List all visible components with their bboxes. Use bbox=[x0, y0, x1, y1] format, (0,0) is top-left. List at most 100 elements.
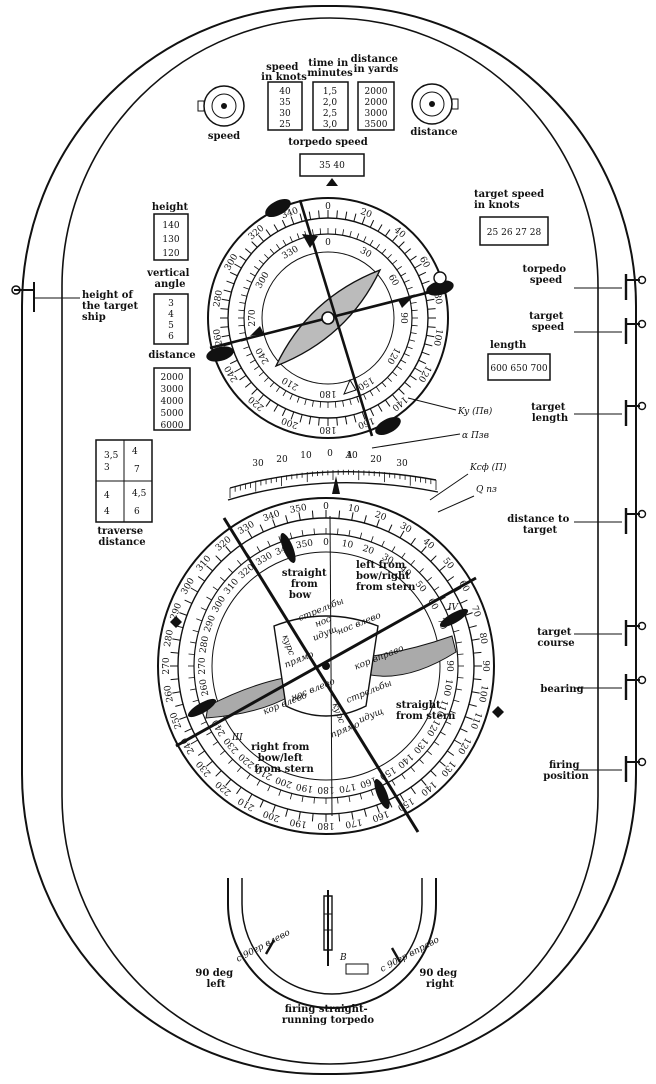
control-handle-1[interactable] bbox=[574, 318, 647, 344]
pointer-tip-icon bbox=[426, 280, 454, 296]
dial-russian-text: прямо bbox=[329, 720, 361, 741]
height-table bbox=[153, 213, 189, 261]
vertical-angle-cell: 6 bbox=[168, 332, 174, 342]
control-handle-5[interactable] bbox=[574, 674, 647, 700]
torpedo-marker-icon bbox=[280, 533, 296, 563]
traverse-mark: 4,5 bbox=[132, 489, 147, 499]
traverse-mark: 4 bbox=[104, 507, 110, 517]
lower-dial-outer-number: 170 bbox=[344, 816, 363, 829]
speed-window bbox=[299, 153, 365, 177]
upper-dial-inner-number: 180 bbox=[319, 388, 336, 398]
control-handle-3[interactable] bbox=[574, 508, 647, 534]
lower-dial-outer-number: 340 bbox=[262, 509, 282, 524]
height-label: height bbox=[152, 202, 189, 213]
lower-dial-outer-number: 90 bbox=[480, 660, 490, 672]
lower-dial-outer-number: 100 bbox=[476, 684, 489, 703]
upper-dial: 0204060801001201401601802002202402602803… bbox=[206, 197, 454, 439]
vertical-angle-label: vertical angle bbox=[146, 268, 193, 290]
target-course-label: target course bbox=[537, 627, 575, 649]
upper-dial-outer-number: 60 bbox=[417, 255, 432, 270]
lower-dial-inner-number: 0 bbox=[323, 538, 329, 548]
control-handle-0[interactable] bbox=[574, 274, 647, 300]
target-speed-scale: 25 26 27 28 bbox=[487, 228, 542, 238]
right-handles bbox=[574, 274, 647, 782]
speed-knots-cell: 40 bbox=[279, 87, 291, 97]
lower-dial-inner-number: 170 bbox=[338, 781, 357, 794]
distance-yards-table bbox=[357, 81, 395, 131]
torpedo-marker-icon bbox=[439, 608, 469, 628]
lower-dial-outer-number: 190 bbox=[289, 816, 308, 829]
lower-pointer-a[interactable] bbox=[222, 517, 420, 833]
time-minutes-cell: 1,5 bbox=[323, 87, 338, 97]
lower-dial: 3020100102030A01020304050607080901001101… bbox=[157, 449, 504, 835]
vertical-angle-cell: 4 bbox=[168, 310, 174, 320]
bearing-label: bearing bbox=[540, 684, 583, 695]
top-arc-number: 30 bbox=[252, 459, 264, 469]
outer-frame bbox=[21, 5, 637, 1075]
left-90-ru: с 90гр влево bbox=[235, 928, 293, 965]
control-handle-4[interactable] bbox=[574, 620, 647, 646]
top-arc-number: 20 bbox=[276, 455, 288, 465]
upper-dial-outer-number: 20 bbox=[359, 207, 373, 220]
pointer-tip-icon bbox=[206, 346, 234, 362]
height-cell: 120 bbox=[162, 249, 179, 259]
distance-yards-cell: 2000 bbox=[365, 87, 388, 97]
speed-knob[interactable] bbox=[197, 85, 245, 127]
upper-hub bbox=[321, 311, 335, 325]
lower-dial-outer-number: 70 bbox=[469, 605, 482, 619]
time-minutes-table bbox=[312, 81, 349, 131]
control-handle-6[interactable] bbox=[574, 756, 647, 782]
time-minutes-values: 1,52,02,53,0 bbox=[323, 87, 338, 130]
distance-label: distance bbox=[410, 127, 457, 138]
lower-dial-inner-number: 90 bbox=[444, 660, 454, 672]
lower-dial-outer-number: 180 bbox=[317, 820, 334, 830]
distance-yards-cell: 3000 bbox=[365, 109, 388, 119]
lower-dial-inner-number: 200 bbox=[274, 774, 294, 789]
torpedo-marker-icon bbox=[374, 779, 390, 809]
time-minutes-cell: 3,0 bbox=[323, 120, 338, 130]
torpedo-speed-right-label: torpedo speed bbox=[522, 264, 569, 286]
upper-dial-outer-number: 40 bbox=[392, 225, 407, 240]
traverse-mark: 6 bbox=[134, 507, 140, 517]
inner-frame bbox=[61, 17, 599, 1065]
upper-dial-outer-number: 0 bbox=[325, 202, 331, 212]
roman-3: III bbox=[231, 733, 243, 743]
speed-knots-table bbox=[267, 81, 303, 131]
lower-hub bbox=[322, 662, 330, 670]
distance-knob[interactable] bbox=[411, 83, 459, 125]
height-target-ship-handle[interactable] bbox=[11, 282, 35, 312]
diamond-marker-icon bbox=[170, 616, 182, 628]
lower-dial-outer-number: 50 bbox=[440, 556, 455, 571]
upper-dial-inner-number: 30 bbox=[358, 246, 373, 261]
deg90-right-label: 90 deg right bbox=[419, 968, 460, 990]
lower-dial-outer-number: 10 bbox=[347, 503, 360, 515]
diamond-marker-icon bbox=[492, 706, 504, 718]
target-speed-window bbox=[479, 216, 549, 246]
traverse-mark: 7 bbox=[134, 465, 140, 475]
lower-axis bbox=[329, 515, 333, 817]
top-arc-number: 0 bbox=[327, 449, 333, 459]
lower-dial-outer-number: 110 bbox=[468, 711, 483, 731]
speed-knots-cell: 35 bbox=[279, 98, 291, 108]
vertical-angle-cell: 3 bbox=[168, 299, 174, 309]
lower-dial-inner-number: 20 bbox=[361, 544, 375, 557]
lower-dial-inner-number: 350 bbox=[295, 538, 314, 551]
torpedo-speed-label: torpedo speed bbox=[288, 137, 367, 148]
distance-to-target-label: distance to target bbox=[507, 514, 573, 536]
speed-pointer-icon bbox=[326, 178, 338, 186]
dial-russian-text: идущ bbox=[357, 707, 385, 726]
right-bow-left-stern-label: right from bow/left from stern bbox=[251, 742, 314, 775]
lower-dial-outer-number: 0 bbox=[323, 502, 329, 512]
lower-dial-inner-number: 280 bbox=[198, 635, 211, 654]
height-target-ship-label: height of the target ship bbox=[82, 290, 142, 323]
lower-dial-inner-number: 270 bbox=[198, 657, 208, 674]
apz-label: α Пзв bbox=[462, 431, 489, 441]
traverse-mark: 4 bbox=[104, 491, 110, 501]
lower-dial-outer-number: 260 bbox=[163, 684, 176, 703]
control-handle-2[interactable] bbox=[574, 400, 647, 426]
lower-dial-outer-number: 350 bbox=[289, 503, 308, 516]
a-mark: A bbox=[345, 451, 353, 461]
firing-dial bbox=[227, 878, 437, 1009]
